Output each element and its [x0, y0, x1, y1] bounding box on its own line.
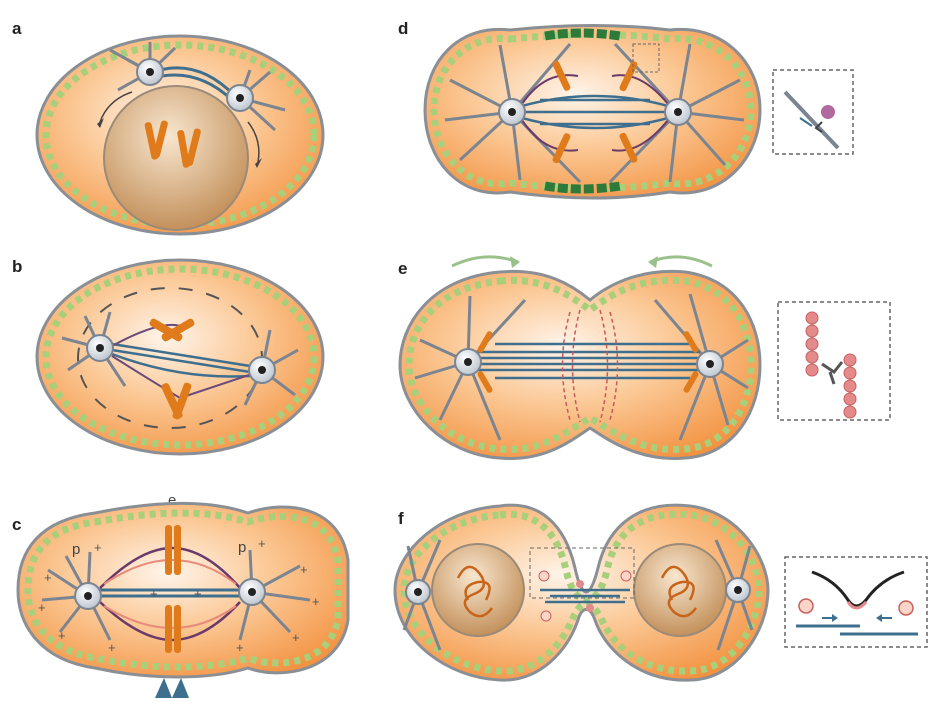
panel-b: b — [12, 257, 323, 454]
panel-c: c e p p +++ +++ +++ +++ — [12, 492, 348, 698]
centriole-d1 — [508, 108, 516, 116]
spindle-d — [522, 96, 668, 128]
centriole-a1 — [146, 68, 154, 76]
svg-text:+: + — [108, 640, 116, 655]
inset-f — [785, 557, 927, 647]
panel-label-d: d — [398, 19, 408, 38]
centriole-c1 — [84, 592, 92, 600]
panel-label-a: a — [12, 19, 22, 38]
rotation-arrow-right-e — [650, 257, 712, 266]
centriole-b1 — [96, 344, 104, 352]
svg-text:+: + — [312, 594, 320, 609]
centriole-e1 — [464, 358, 472, 366]
svg-text:+: + — [58, 628, 66, 643]
centriole-b2 — [258, 366, 266, 374]
panel-d: d — [398, 19, 853, 198]
centriole-e2 — [706, 360, 714, 368]
panel-a: a — [12, 19, 323, 234]
inset-d — [773, 70, 853, 154]
svg-text:+: + — [150, 586, 158, 601]
panel-label-f: f — [398, 509, 404, 528]
panel-f: f — [395, 505, 927, 680]
svg-text:+: + — [292, 630, 300, 645]
panel-e: e — [398, 256, 890, 458]
panel-label-b: b — [12, 257, 22, 276]
centriole-f1 — [414, 588, 422, 596]
svg-text:+: + — [236, 640, 244, 655]
panel-label-c: c — [12, 515, 21, 534]
panel-label-e: e — [398, 259, 407, 278]
nucleus-f2 — [634, 544, 726, 636]
cleavage-marker-c — [155, 678, 189, 698]
svg-text:+: + — [300, 562, 308, 577]
label-p-right: p — [238, 539, 246, 556]
svg-text:+: + — [94, 540, 102, 555]
svg-text:+: + — [38, 600, 46, 615]
centriole-a2 — [236, 94, 244, 102]
label-p-left: p — [72, 541, 80, 558]
nucleus-f1 — [432, 544, 524, 636]
svg-text:+: + — [194, 586, 202, 601]
rotation-arrow-left-e — [452, 257, 518, 266]
svg-text:+: + — [44, 570, 52, 585]
centriole-f2 — [734, 586, 742, 594]
inset-e — [778, 302, 890, 420]
svg-text:+: + — [258, 536, 266, 551]
centriole-c2 — [248, 588, 256, 596]
nucleus-a — [104, 86, 248, 230]
centriole-d2 — [674, 108, 682, 116]
